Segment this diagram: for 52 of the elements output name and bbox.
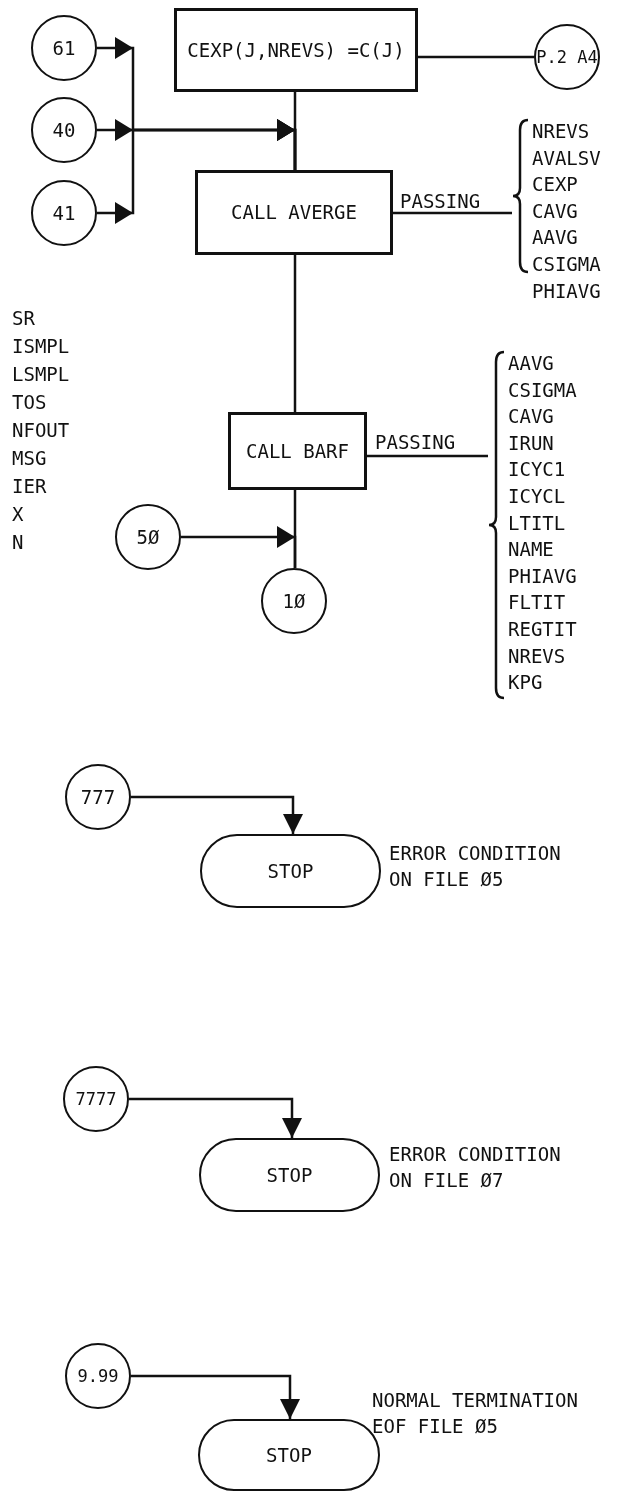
circle-label: 7777: [75, 1087, 117, 1111]
variable-name: NREVS: [508, 643, 566, 669]
variable-name: AAVG: [508, 351, 554, 376]
note-text: ERROR CONDITION ON FILE Ø5: [389, 841, 562, 892]
variable-name: NAME: [508, 537, 554, 563]
variable-name: TOS: [12, 390, 47, 415]
terminal-label: STOP: [267, 858, 314, 884]
note-text: NORMAL TERMINATION EOF FILE Ø5: [372, 1388, 579, 1439]
process-box: [228, 412, 367, 490]
variable-name: X: [12, 502, 24, 527]
variable-name: LSMPL: [12, 362, 70, 387]
variable-name: CAVG: [508, 404, 554, 430]
circle-label: 1Ø: [282, 588, 306, 614]
variable-name: AVALSV: [532, 145, 601, 171]
process-box: [195, 170, 393, 255]
variable-name: REGTIT: [508, 616, 577, 642]
note-text: ERROR CONDITION ON FILE Ø7: [389, 1142, 562, 1193]
circle-label: 41: [52, 200, 76, 226]
variable-name: NFOUT: [12, 418, 70, 443]
variable-name: NREVS: [532, 119, 590, 144]
variable-name: SR: [12, 306, 35, 331]
variable-name: CSIGMA: [508, 377, 577, 403]
variable-name: CSIGMA: [532, 251, 601, 277]
variable-name: FLTIT: [508, 590, 566, 616]
terminal-label: STOP: [266, 1442, 312, 1468]
variable-name: AAVG: [532, 225, 578, 251]
box-label: CALL BARF: [246, 438, 349, 464]
variable-name: KPG: [508, 670, 543, 696]
variable-name: N: [12, 530, 24, 555]
circle-label: P.2 A4: [536, 45, 598, 69]
process-box: [174, 8, 418, 92]
edge-label: PASSING: [400, 192, 481, 211]
variable-name: ISMPL: [12, 334, 70, 359]
circle-label: 5Ø: [136, 524, 160, 550]
circle-label: 61: [52, 35, 76, 61]
variable-name: LTITL: [508, 510, 566, 536]
variable-name: CAVG: [532, 198, 578, 224]
variable-name: MSG: [12, 446, 47, 471]
edge-label: PASSING: [375, 433, 456, 452]
variable-name: IER: [12, 474, 47, 499]
variable-name: PHIAVG: [508, 563, 577, 589]
variable-name: ICYCL: [508, 483, 566, 509]
box-label: CALL AVERGE: [231, 200, 357, 225]
variable-name: IRUN: [508, 430, 554, 456]
circle-label: 777: [80, 784, 116, 810]
circle-label: 9.99: [77, 1364, 119, 1388]
box-label: CEXP(J,NREVS) =C(J): [187, 37, 405, 63]
circle-label: 40: [52, 117, 76, 143]
terminal-label: STOP: [266, 1162, 313, 1188]
variable-name: PHIAVG: [532, 278, 601, 304]
variable-name: CEXP: [532, 172, 578, 198]
variable-name: ICYC1: [508, 457, 566, 483]
